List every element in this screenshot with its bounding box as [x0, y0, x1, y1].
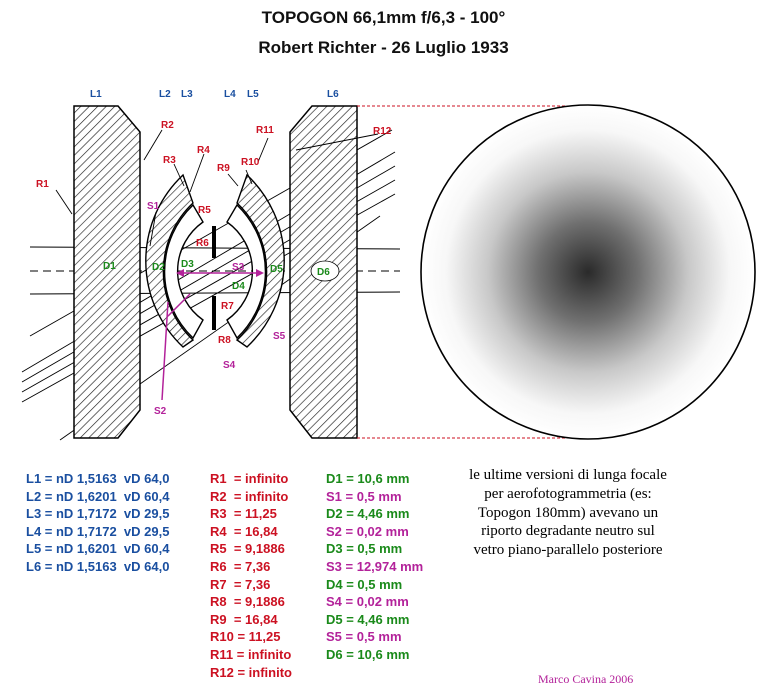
label-d3: D3 — [181, 259, 194, 270]
diagram-subtitle: Robert Richter - 26 Luglio 1933 — [258, 38, 509, 57]
radius-row: R1 = infinito — [210, 471, 289, 486]
glass-row: L1 = nD 1,5163 vD 64,0 — [26, 471, 170, 486]
distance-row: S1 = 0,5 mm — [326, 488, 402, 504]
radius-row: R10 = 11,25 — [210, 629, 281, 645]
s2-leader-line — [161, 301, 169, 401]
distance-row: D6 = 10,6 mm — [326, 646, 410, 662]
label-l2: L2 — [159, 89, 171, 100]
glass-row: L5 = nD 1,6201 vD 60,4 — [26, 541, 170, 557]
label-r2: R2 — [161, 120, 174, 131]
radius-row: R9 = 16,84 — [210, 611, 278, 627]
label-l5: L5 — [247, 89, 259, 100]
radius-row: R8 = 9,1886 — [210, 594, 285, 610]
label-r6: R6 — [196, 238, 209, 249]
label-d4: D4 — [232, 281, 245, 292]
glass-row: L4 = nD 1,7172 vD 29,5 — [26, 523, 170, 539]
label-s5: S5 — [273, 331, 286, 342]
s2-leader-diagonal — [167, 293, 191, 317]
lens-l5 — [235, 173, 285, 348]
label-r3: R3 — [163, 155, 176, 166]
label-r11: R11 — [256, 125, 274, 136]
distance-row: S2 = 0,02 mm — [326, 523, 409, 539]
lens-l2 — [145, 173, 195, 348]
label-s1: S1 — [147, 201, 160, 212]
label-r7: R7 — [221, 301, 234, 312]
glass-row: L6 = nD 1,5163 vD 64,0 — [26, 558, 170, 574]
label-r5: R5 — [198, 205, 211, 216]
leader-lines — [55, 129, 379, 247]
author-signature: Marco Cavina 2006 — [538, 672, 634, 686]
distance-row: S5 = 0,5 mm — [326, 629, 402, 645]
distance-row: D4 = 0,5 mm — [326, 576, 403, 592]
radius-row: R11 = infinito — [210, 646, 292, 662]
radius-row: R6 = 7,36 — [210, 558, 271, 574]
label-d1: D1 — [103, 261, 116, 272]
diaphragm-lower — [212, 296, 216, 330]
d6-label-backdrop — [310, 260, 340, 282]
label-l4: L4 — [224, 89, 236, 100]
distance-row: D2 = 4,46 mm — [326, 506, 410, 522]
label-s2: S2 — [154, 406, 167, 417]
label-s3: S3 — [232, 262, 245, 273]
glass-row: L3 = nD 1,7172 vD 29,5 — [26, 506, 170, 522]
label-d5: D5 — [270, 264, 283, 275]
s3-arrow-left — [176, 269, 184, 277]
label-r9: R9 — [217, 163, 230, 174]
label-s4: S4 — [223, 360, 236, 371]
glass-table: L1 = nD 1,5163 vD 64,0 L2 = nD 1,6201 vD … — [26, 470, 169, 576]
radius-row: R7 = 7,36 — [210, 576, 271, 592]
glass-row: L2 = nD 1,6201 vD 60,4 — [26, 488, 170, 504]
label-l6: L6 — [327, 89, 339, 100]
distance-row: D1 = 10,6 mm — [326, 471, 410, 486]
radius-row: R5 = 9,1886 — [210, 541, 285, 557]
lens-l3 — [163, 203, 204, 340]
radius-row: R3 = 11,25 — [210, 506, 277, 522]
radius-row: R4 = 16,84 — [210, 523, 278, 539]
vignetting-note: le ultime versioni di lunga focale per a… — [469, 467, 667, 559]
distance-row: S4 = 0,02 mm — [326, 594, 409, 610]
diagram-title: TOPOGON 66,1mm f/6,3 - 100° — [261, 8, 506, 27]
s3-arrow-right — [256, 269, 264, 277]
radius-row: R12 = infinito — [210, 664, 292, 680]
label-r1: R1 — [36, 179, 49, 190]
label-r4: R4 — [197, 145, 210, 156]
lens-l4 — [226, 203, 267, 340]
label-r10: R10 — [241, 157, 260, 168]
label-l3: L3 — [181, 89, 193, 100]
vignetting-field-circle — [420, 104, 756, 440]
label-l1: L1 — [90, 89, 102, 100]
label-d6: D6 — [317, 267, 330, 278]
label-d2: D2 — [152, 262, 165, 273]
distance-row: S3 = 12,974 mm — [326, 558, 424, 574]
radius-row: R2 = infinito — [210, 488, 289, 504]
lens-l1 — [73, 105, 141, 439]
label-r8: R8 — [218, 335, 231, 346]
distance-row: D5 = 4,46 mm — [326, 611, 410, 627]
label-r12: R12 — [373, 126, 392, 137]
diaphragm-upper — [212, 226, 216, 258]
distance-row: D3 = 0,5 mm — [326, 541, 403, 557]
